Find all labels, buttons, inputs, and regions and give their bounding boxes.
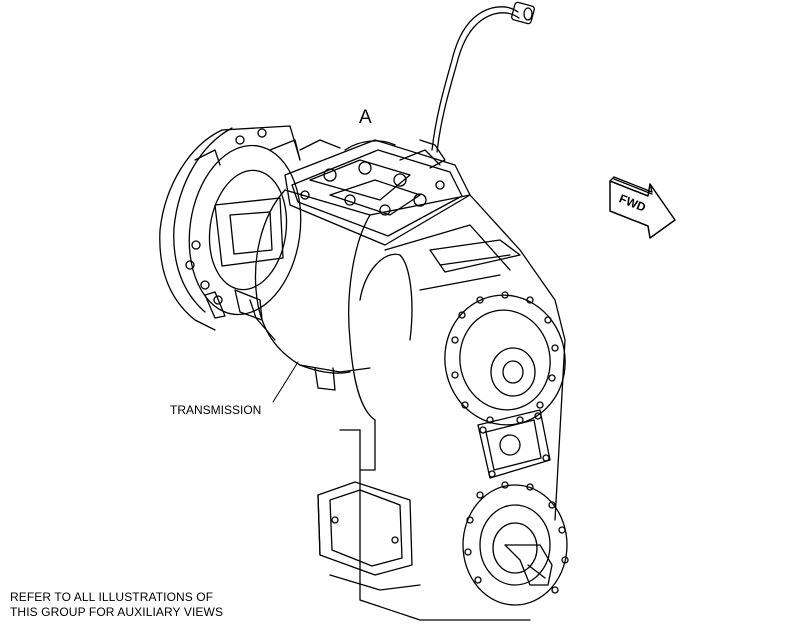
bell-housing bbox=[159, 125, 302, 331]
transfer-housing bbox=[339, 194, 566, 621]
auxiliary-views-note: REFER TO ALL ILLUSTRATIONS OF THIS GROUP… bbox=[10, 590, 223, 620]
transmission-case bbox=[249, 189, 371, 391]
note-line-1: REFER TO ALL ILLUSTRATIONS OF bbox=[10, 590, 214, 604]
mounting-bracket bbox=[317, 481, 421, 591]
wiring-harness bbox=[431, 1, 535, 153]
lower-output-yoke bbox=[462, 481, 569, 606]
middle-cover-plate bbox=[477, 409, 551, 479]
note-line-2: THIS GROUP FOR AUXILIARY VIEWS bbox=[10, 605, 224, 619]
forward-arrow-icon: FWD bbox=[609, 176, 676, 239]
transmission-label: TRANSMISSION bbox=[170, 403, 261, 417]
upper-output-flange bbox=[444, 291, 566, 426]
callout-a-label: A bbox=[359, 107, 372, 128]
transmission-leader-line bbox=[272, 361, 299, 403]
